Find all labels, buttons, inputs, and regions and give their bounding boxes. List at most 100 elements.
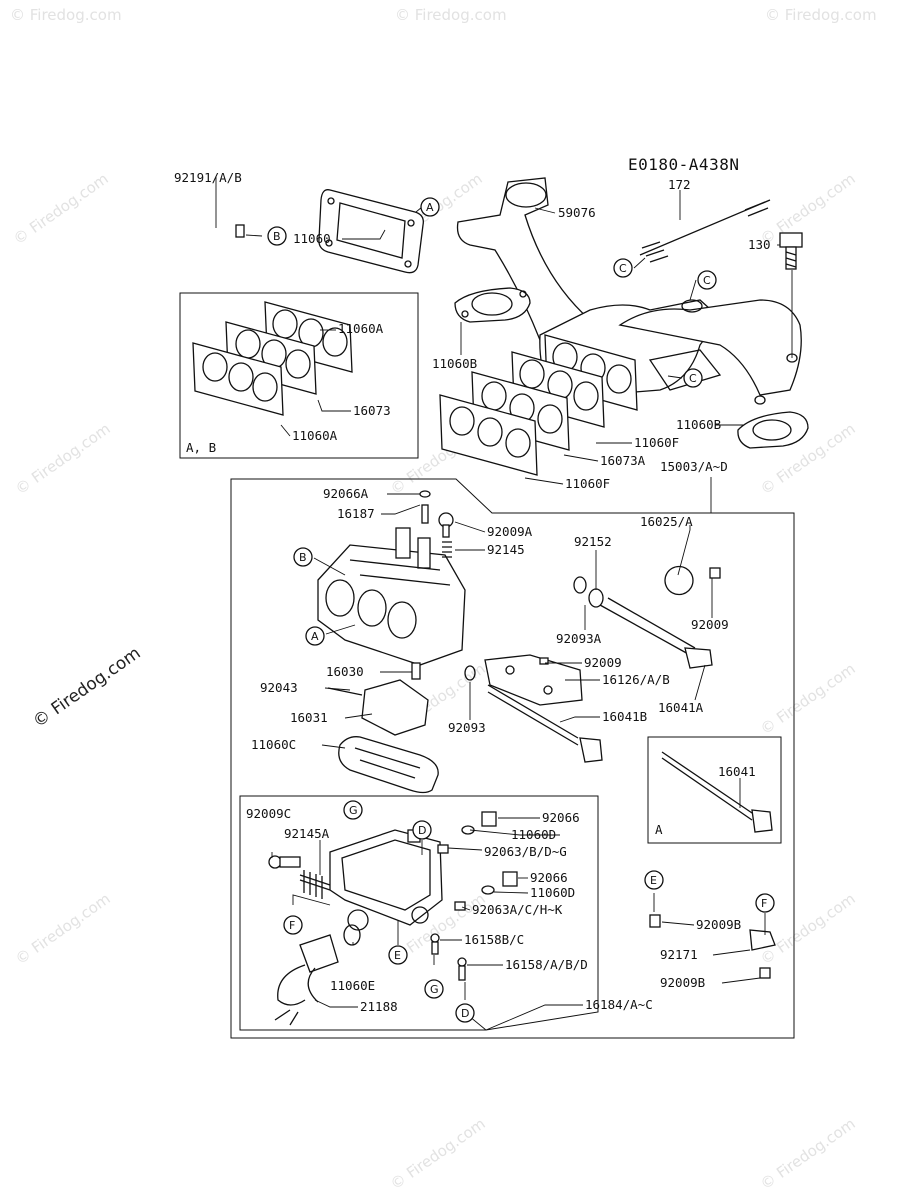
watermark: © Firedog.com (387, 1115, 489, 1194)
watermark: © Firedog.com (757, 170, 859, 249)
watermark: © Firedog.com (10, 6, 122, 24)
side-watermark: © Firedog.com (29, 643, 144, 732)
part-label: 16041 (718, 764, 756, 779)
choke-parts (649, 914, 776, 979)
part-label: 11060A (338, 321, 384, 336)
callout-circle: B (267, 226, 287, 246)
svg-text:D: D (461, 1007, 469, 1020)
part-label: 92093A (556, 631, 602, 646)
float-bowl-box (239, 795, 599, 1031)
callout-circle: D (412, 820, 432, 840)
callout-circle: D (455, 1003, 475, 1023)
svg-text:G: G (349, 804, 358, 817)
svg-text:C: C (703, 274, 711, 287)
carburetor-assembly-box (230, 478, 795, 1039)
part-label: 92063A/C/H~K (472, 902, 563, 917)
part-label: 16031 (290, 710, 328, 725)
svg-text:E: E (650, 874, 657, 887)
callout-circle: A (305, 626, 325, 646)
float-bowl-parts (268, 811, 518, 1026)
callout-circle: G (424, 979, 444, 999)
part-label: 92009 (584, 655, 622, 670)
gasket-inset-box (179, 292, 419, 459)
part-label: 59076 (558, 205, 596, 220)
watermark: © Firedog.com (12, 420, 114, 499)
part-label: 11060F (634, 435, 679, 450)
part-label: 11060A (292, 428, 338, 443)
callout-circle: E (644, 870, 664, 890)
callout-circle: G (343, 800, 363, 820)
part-label: 92009B (660, 975, 705, 990)
part-label: 16041B (602, 709, 647, 724)
part-label: 11060D (530, 885, 575, 900)
watermark: © Firedog.com (757, 660, 859, 739)
svg-text:F: F (289, 919, 295, 932)
carb-gasket-stack (439, 334, 638, 476)
part-label: 92009 (691, 617, 729, 632)
svg-text:D: D (418, 824, 426, 837)
svg-text:B: B (273, 230, 281, 243)
part-label: 92145A (284, 826, 330, 841)
shaft-inset-box (647, 736, 782, 844)
part-label: 21188 (360, 999, 398, 1014)
part-label: 11060B (432, 356, 477, 371)
throttle-shaft-drawing (661, 751, 773, 833)
part-label: 11060B (676, 417, 721, 432)
svg-text:B: B (299, 551, 307, 564)
watermark: © Firedog.com (395, 6, 507, 24)
part-label: 11060F (565, 476, 610, 491)
bolt-130 (779, 232, 803, 270)
part-label: 92152 (574, 534, 612, 549)
callout-circle: F (755, 893, 775, 913)
callout-circle: C (613, 258, 633, 278)
part-label: 92063/B/D~G (484, 844, 567, 859)
manifold-gasket-left (454, 287, 531, 323)
gasket-inset-label: A, B (186, 440, 216, 455)
part-label: 16126/A/B (602, 672, 670, 687)
part-label: 16158B/C (464, 932, 524, 947)
callout-circle: F (283, 915, 303, 935)
carb-small-parts (327, 490, 721, 794)
part-label: 92171 (660, 947, 698, 962)
part-label: 16030 (326, 664, 364, 679)
svg-text:C: C (689, 372, 697, 385)
part-label: 92009A (487, 524, 533, 539)
diagram-code: E0180-A438N (628, 155, 739, 174)
part-label: 11060D (511, 827, 556, 842)
breather-hose (129, 204, 245, 303)
stud-172 (639, 199, 771, 263)
callout-circle: B (293, 547, 313, 567)
part-labels: 92191/A/B 11060 59076 172 130 11060A 160… (174, 170, 771, 1014)
watermark: © Firedog.com (12, 890, 114, 969)
callouts: A B C C C B A G D F E G D E F (267, 197, 775, 1023)
manifold-gasket-right (737, 411, 809, 449)
svg-text:F: F (761, 897, 767, 910)
part-label: 16025/A (640, 514, 693, 529)
part-label: 92009C (246, 806, 291, 821)
shaft-inset-label: A (655, 822, 663, 837)
svg-text:C: C (619, 262, 627, 275)
part-label: 130 (748, 237, 771, 252)
part-label: 16184/A~C (585, 997, 653, 1012)
part-label: 92066 (542, 810, 580, 825)
watermark: © Firedog.com (757, 1115, 859, 1194)
svg-text:A: A (311, 630, 319, 643)
svg-text:G: G (430, 983, 439, 996)
carburetor-body (317, 504, 466, 666)
callout-circle: C (697, 270, 717, 290)
part-label: 92191/A/B (174, 170, 242, 185)
callout-circle: A (420, 197, 440, 217)
leader-lines (215, 176, 793, 1031)
part-label: 16073 (353, 403, 391, 418)
part-label: 92009B (696, 917, 741, 932)
part-label: 11060E (330, 978, 375, 993)
callout-circle: C (683, 368, 703, 388)
part-label: 92145 (487, 542, 525, 557)
callout-circle: E (388, 945, 408, 965)
inset-gasket-stack (192, 301, 353, 416)
watermark: © Firedog.com (10, 170, 112, 249)
part-label: 92043 (260, 680, 298, 695)
part-label: 11060C (251, 737, 296, 752)
part-label: 16187 (337, 506, 375, 521)
